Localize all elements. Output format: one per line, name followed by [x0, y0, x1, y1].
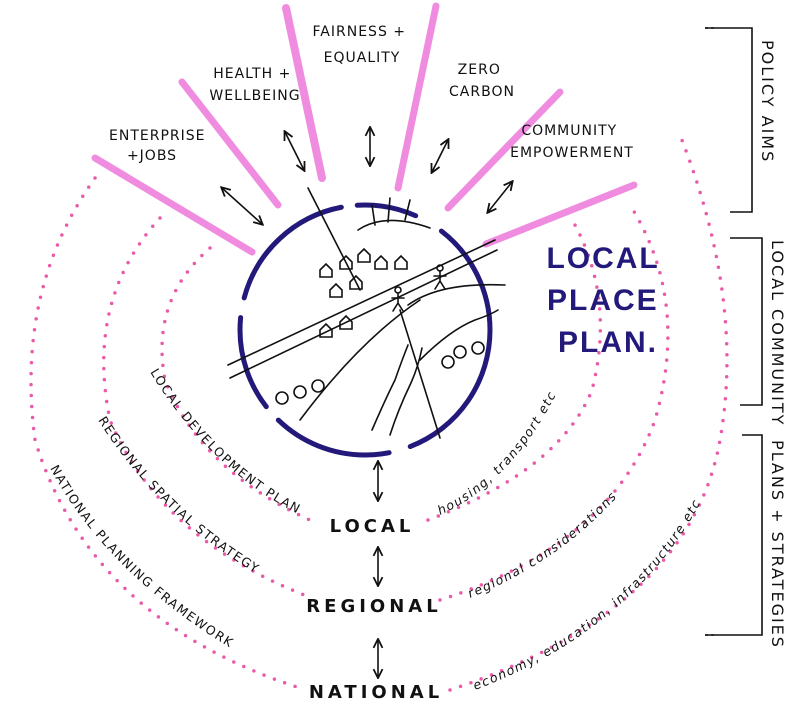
bracket-policy-aims: POLICY AIMS [758, 40, 777, 163]
aim-line: HEALTH + [213, 66, 291, 82]
aim-line: COMMUNITY [521, 123, 617, 139]
title-line: LOCAL [546, 242, 659, 275]
label-text: regional considerations [465, 488, 618, 601]
label-housing-transport: housing, transport etc [435, 388, 559, 518]
aim-enterprise-jobs: ENTERPRISE +JOBS [109, 128, 211, 164]
bracket-plans-strategies: PLANS + STRATEGIES [768, 440, 787, 649]
policy-rays [91, 2, 638, 256]
aim-line: EMPOWERMENT [510, 145, 634, 161]
bracket-local-community: LOCAL COMMUNITY [768, 240, 787, 426]
scale-national: NATIONAL [309, 682, 443, 703]
label-text: NATIONAL PLANNING FRAMEWORK [47, 462, 235, 650]
scale-arcs [29, 133, 729, 692]
aim-line: ZERO [458, 62, 501, 78]
aim-fairness-equality: FAIRNESS + EQUALITY [313, 24, 412, 66]
aim-line: FAIRNESS + [313, 24, 406, 40]
brackets [705, 27, 763, 636]
label-regional-considerations: regional considerations [465, 488, 619, 601]
aim-community-empowerment: COMMUNITY EMPOWERMENT [510, 123, 634, 161]
aim-health-wellbeing: HEALTH + WELLBEING [209, 66, 300, 104]
scale-regional: REGIONAL [306, 596, 441, 617]
label-text: housing, transport etc [435, 388, 558, 518]
place-sketch [227, 187, 506, 439]
aim-zero-carbon: ZERO CARBON [449, 62, 515, 100]
label-national-planning-framework: NATIONAL PLANNING FRAMEWORK [47, 462, 237, 650]
title-line: PLAN. [558, 326, 658, 359]
title-line: PLACE [547, 284, 659, 317]
aim-line: +JOBS [127, 148, 177, 164]
aim-line: EQUALITY [324, 50, 401, 66]
scale-local: LOCAL [330, 516, 415, 537]
arrows [222, 128, 512, 677]
local-place-ring [237, 202, 493, 458]
page-title: LOCAL PLACE PLAN. [546, 242, 669, 359]
aim-line: WELLBEING [209, 88, 300, 104]
aim-line: CARBON [449, 84, 515, 100]
aim-line: ENTERPRISE [109, 128, 205, 144]
